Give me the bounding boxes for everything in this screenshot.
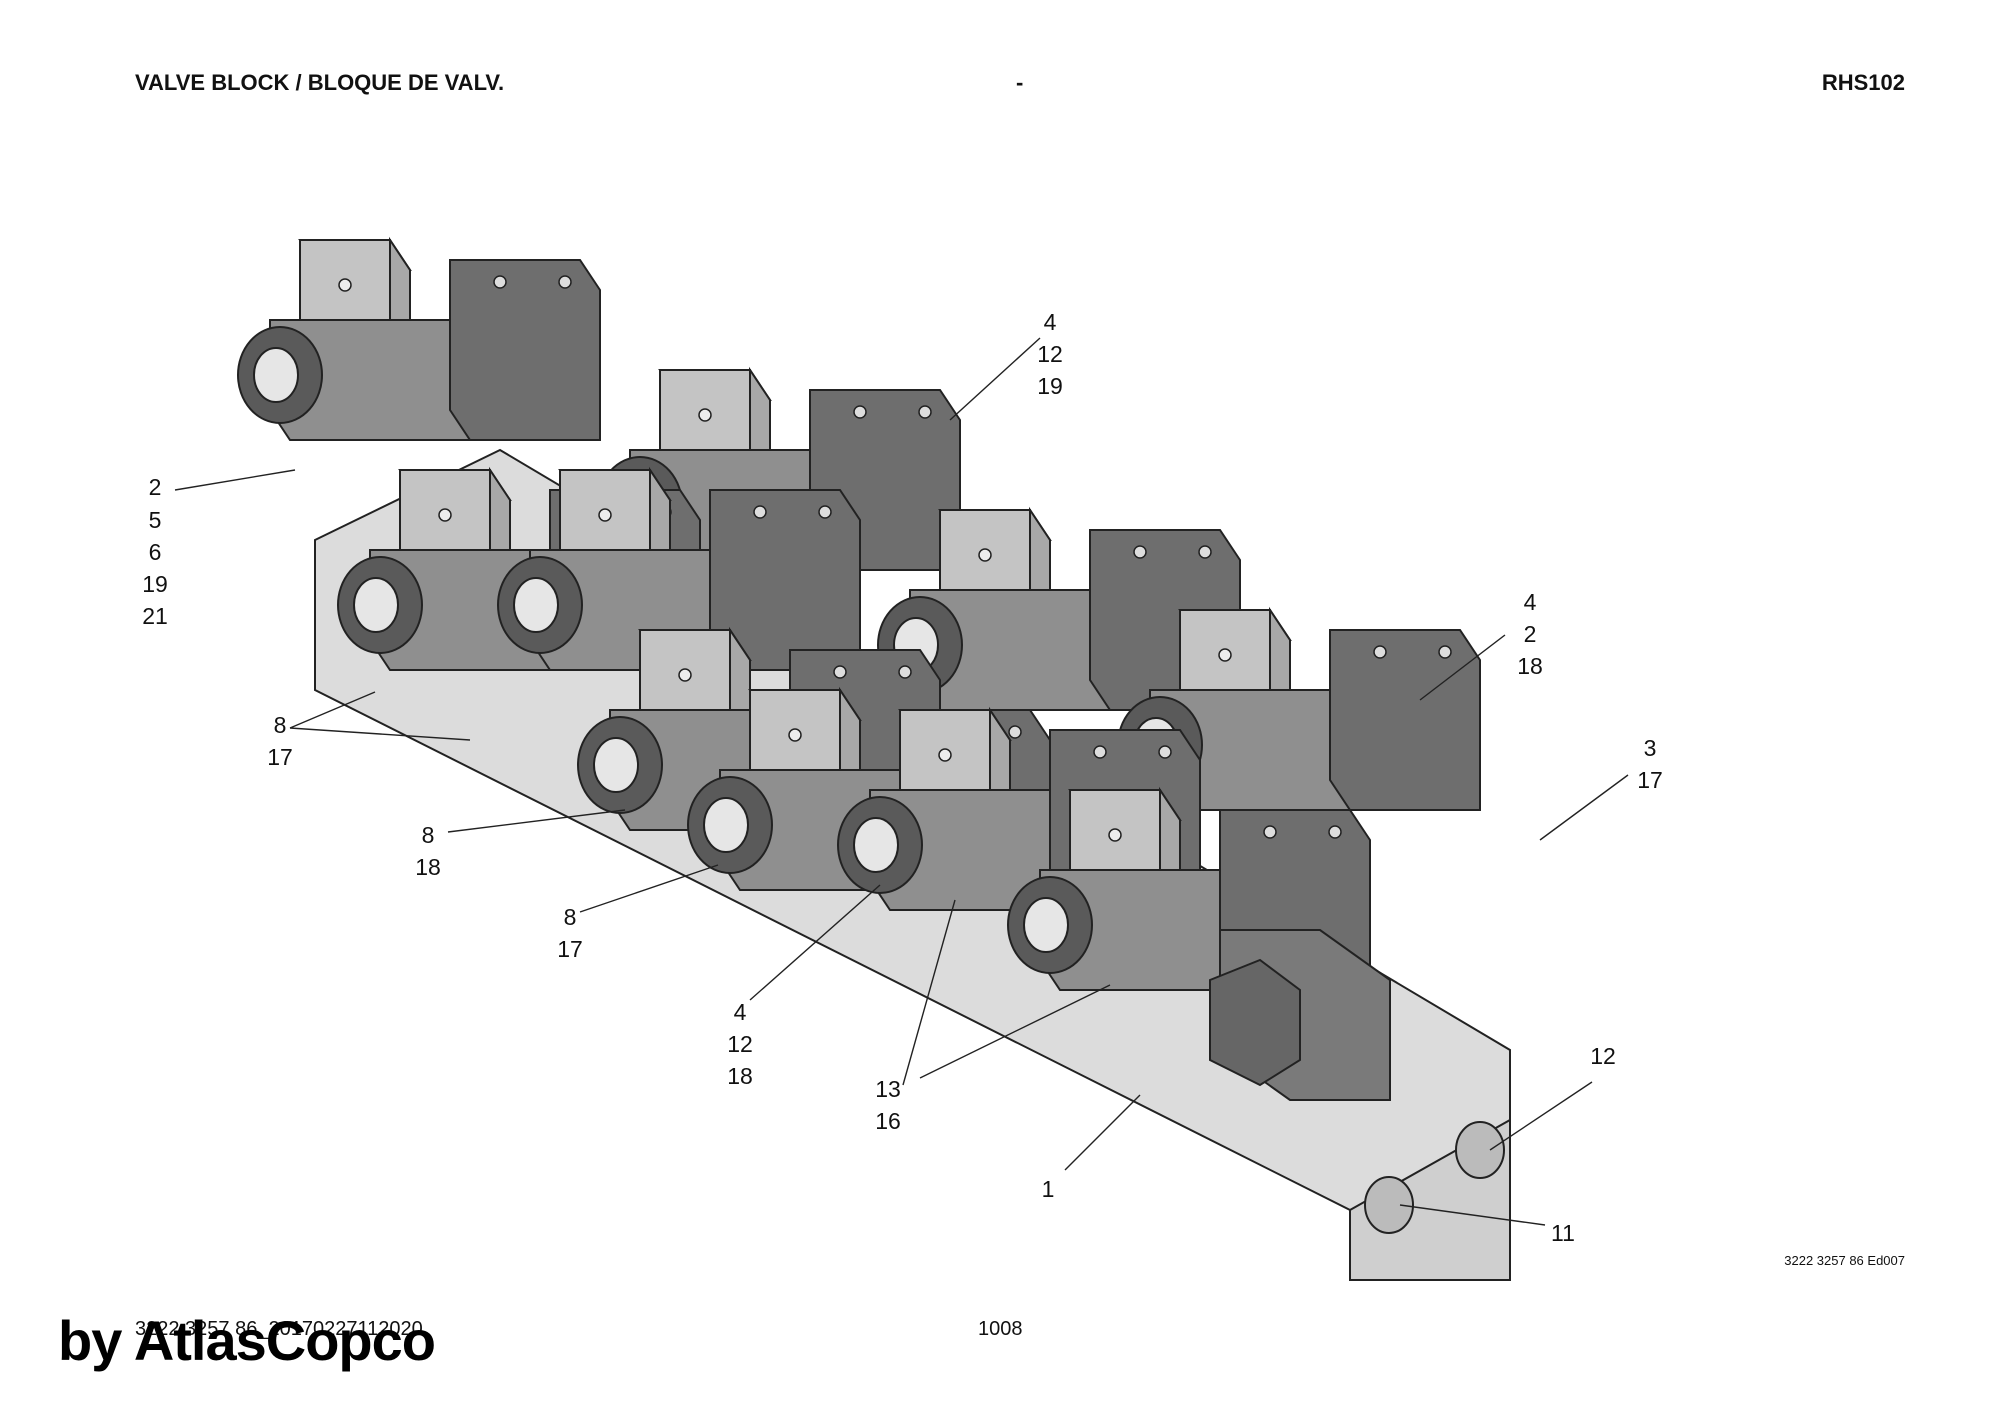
callout-num: 13 [875,1076,901,1102]
callout-13-16: 13 16 [875,1076,901,1134]
callout-num: 8 [564,904,577,930]
valve-top [237,239,601,441]
drawing-reference: 3222 3257 86 Ed007 [1784,1253,1905,1268]
callout-num: 4 [1524,589,1537,615]
callout-num: 19 [142,571,168,597]
callout-8-17a: 8 17 [267,712,293,770]
callout-num: 17 [557,936,583,962]
callout-top: 4 12 19 [1037,309,1063,399]
callout-num: 8 [422,822,435,848]
callout-num: 4 [734,999,747,1025]
page-number: 1008 [978,1318,1023,1340]
callout-num: 1 [1042,1176,1055,1202]
callout-num: 5 [149,507,162,533]
callout-num: 6 [149,539,162,565]
callout-num: 8 [274,712,287,738]
callout-num: 19 [1037,373,1063,399]
callout-num: 21 [142,603,168,629]
callout-num: 18 [727,1063,753,1089]
callout-num: 18 [415,854,441,880]
document-id: 3222 3257 86_20170227112020 [135,1318,423,1340]
callout-1: 1 [1042,1176,1055,1202]
callout-left: 2 5 6 19 21 [142,474,168,629]
callout-8-17b: 8 17 [557,904,583,962]
callout-8-18: 8 18 [415,822,441,880]
callout-3-17: 3 17 [1637,735,1663,793]
callout-4-12-18: 4 12 18 [727,999,753,1089]
model-number: RHS102 [1821,70,1905,95]
callout-11: 11 [1551,1220,1575,1246]
callout-num: 12 [1037,341,1063,367]
callout-12: 12 [1590,1043,1616,1069]
callout-num: 2 [149,474,162,500]
header-separator: - [1016,70,1024,95]
callout-num: 12 [1590,1043,1616,1069]
watermark: by AtlasCopco [58,1309,436,1372]
callout-num: 18 [1517,653,1543,679]
page-title: VALVE BLOCK / BLOQUE DE VALV. [135,70,505,95]
callout-num: 2 [1524,621,1537,647]
callout-num: 17 [1637,767,1663,793]
plug-11 [1364,1176,1414,1234]
callout-num: 16 [875,1108,901,1134]
callout-num: 4 [1044,309,1057,335]
callout-num: 12 [727,1031,753,1057]
callout-4-2-18: 4 2 18 [1517,589,1543,679]
callout-num: 17 [267,744,293,770]
callout-num: 3 [1644,735,1657,761]
callout-num: 11 [1551,1220,1575,1246]
plug-12 [1455,1121,1505,1179]
